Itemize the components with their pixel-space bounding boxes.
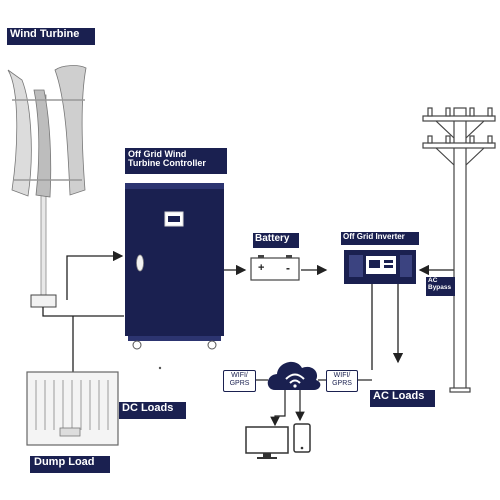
wifi-right-line1: WIFI/ [333,372,351,379]
battery-label: Battery [253,233,299,248]
controller-cabinet-icon [125,183,224,350]
ac-bypass-line2: Bypass [428,283,452,291]
controller-label: Off Grid Wind Turbine Controller [125,148,227,174]
inverter-icon [344,250,416,284]
dump-load-label: Dump Load [30,456,110,473]
ac-loads-label: AC Loads [370,390,435,407]
battery-plus: + [258,262,265,274]
dc-loads-label: DC Loads [119,402,186,419]
wifi-gprs-right: WIFI/ GPRS [326,370,358,392]
wifi-left-line1: WIFI/ [231,372,248,379]
ac-bypass-label: AC Bypass [426,277,455,296]
battery-minus: - [286,261,290,275]
controller-label-line2: Turbine Controller [128,158,206,169]
dump-load-icon [26,371,119,446]
controller-label-line1: Off Grid Wind [128,149,187,159]
power-pole-icon [422,107,496,393]
monitor-icon [245,426,289,459]
phone-icon [293,423,311,453]
cloud-wifi-icon [254,361,372,427]
wiring [42,250,456,372]
wifi-gprs-left: WIFI/ GPRS [223,370,256,392]
ac-bypass-line1: AC [428,277,438,284]
wifi-right-line2: GPRS [332,380,352,387]
battery-icon [250,255,300,281]
wind-turbine-icon [7,65,87,308]
wind-turbine-label: Wind Turbine [7,28,95,45]
wifi-left-line2: GPRS [229,380,250,387]
inverter-label: Off Grid Inverter [341,232,419,245]
